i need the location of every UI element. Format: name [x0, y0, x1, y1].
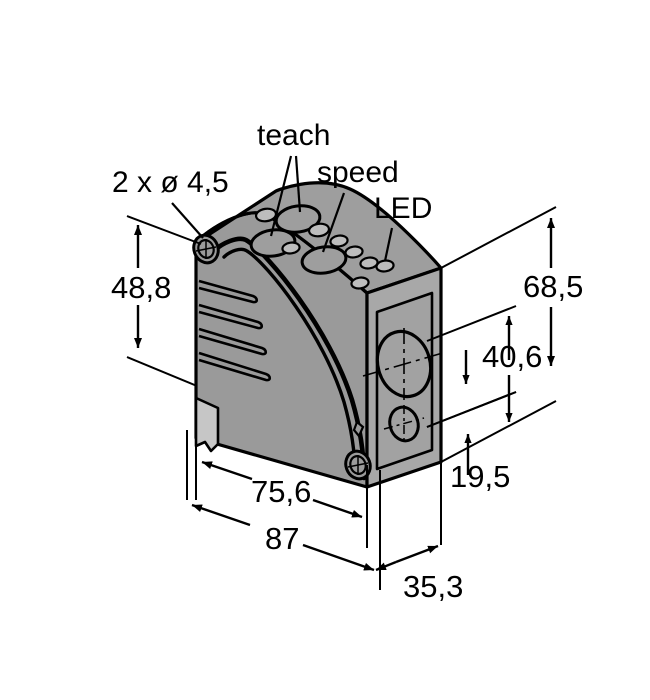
dimension-87-group [186, 430, 381, 590]
ext-line-68-5-top [440, 206, 557, 269]
indicator-led [329, 234, 349, 248]
dim-line-35-3-left [375, 560, 397, 572]
receiver-lens-crosshair-h [362, 351, 447, 377]
dimension-48-8-group [126, 215, 202, 387]
leader-led [383, 227, 394, 262]
emitter-lens-crosshair-h [383, 417, 425, 430]
mounting-hole-bottom [344, 449, 372, 481]
sensor-body-group [192, 181, 447, 489]
side-fin [198, 327, 268, 356]
mounting-hole-top [192, 233, 220, 265]
leader-teach-a [269, 155, 293, 237]
dim-line-75-6-left [201, 460, 253, 481]
dimension-40-6-label: 40,6 [482, 339, 542, 374]
dim-line-87-right [302, 543, 375, 572]
side-fin [198, 303, 264, 330]
callout-led-label: LED [374, 192, 432, 225]
leader-speed [321, 192, 346, 253]
ext-line-19-5-upper [426, 391, 517, 428]
indicator-led [359, 256, 379, 270]
indicator-led [344, 245, 364, 259]
dimension-35-3-group [375, 462, 442, 572]
dimension-19-5-label: 19,5 [450, 459, 510, 494]
ext-line-48-8-top [126, 215, 202, 245]
indicator-led [281, 241, 301, 255]
dim-line-75-6-right [312, 498, 363, 519]
side-fin [198, 279, 259, 304]
dimension-35-3-label: 35,3 [403, 569, 463, 604]
housing-seam-inner [222, 247, 357, 476]
cable-notch [352, 420, 365, 439]
indicator-led [307, 222, 331, 238]
callout-holes-label: 2 x ø 4,5 [112, 166, 229, 199]
leader-holes [171, 202, 204, 239]
dimension-68-5-group [440, 206, 557, 463]
mounting-hole-crosshair-h [347, 462, 369, 468]
ext-line-48-8-bottom [126, 356, 198, 387]
speed-button[interactable] [300, 244, 348, 276]
dimension-75-6-group [195, 415, 368, 548]
dim-line-35-3-right [395, 544, 439, 564]
indicator-led [350, 276, 370, 290]
ext-line-68-5-bottom [440, 400, 557, 463]
dimension-48-8-label: 48,8 [111, 270, 171, 305]
side-fins-group [198, 279, 272, 382]
callout-teach-label: teach [257, 119, 330, 152]
ext-line-40-6-upper [426, 305, 517, 342]
housing-seam-outer [211, 236, 367, 481]
callout-speed-label: speed [317, 156, 399, 189]
dimension-68-5-label: 68,5 [523, 269, 583, 304]
leader-teach-b [294, 155, 302, 213]
callout-leaders-group [171, 155, 394, 262]
dimension-75-6-label: 75,6 [251, 474, 311, 509]
dimension-87-label: 87 [265, 521, 299, 556]
teach-button-1[interactable] [274, 203, 322, 235]
mounting-hole-crosshair-h [195, 246, 217, 252]
top-face-controls-group [249, 203, 395, 290]
dim-line-87-left [191, 503, 251, 527]
side-fin [198, 351, 272, 382]
mounting-bracket [194, 396, 220, 453]
